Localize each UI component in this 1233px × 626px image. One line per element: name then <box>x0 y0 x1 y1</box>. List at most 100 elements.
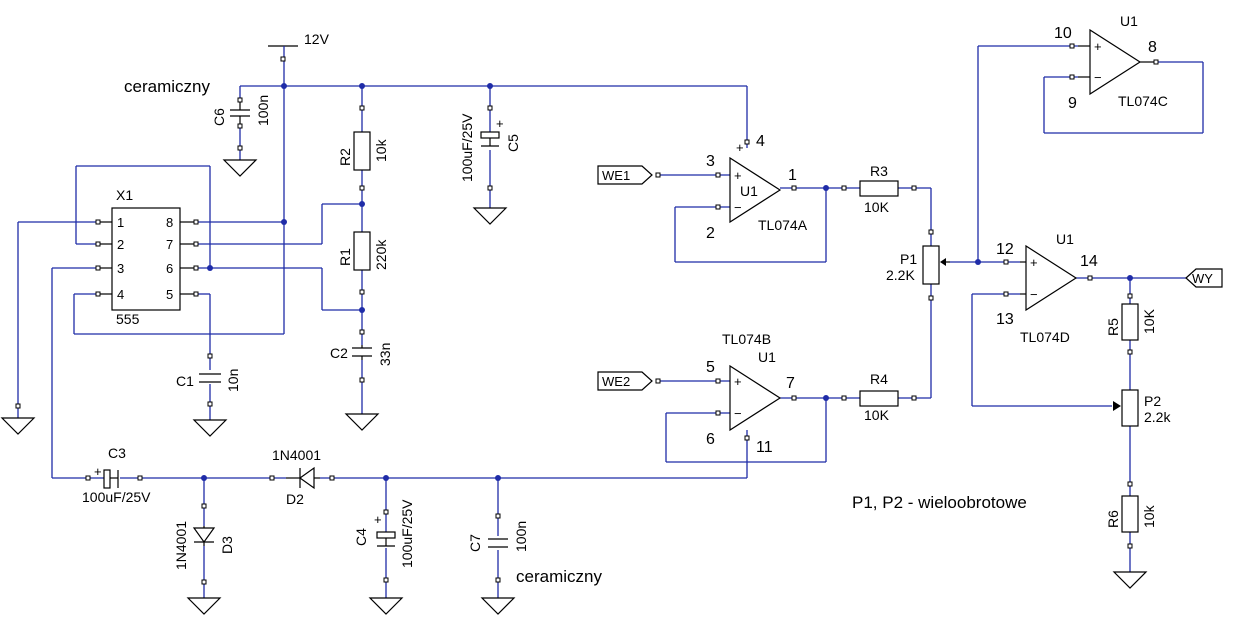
port-wy: WY <box>1185 268 1223 288</box>
ceramic-note-top: ceramiczny <box>124 77 210 96</box>
capacitor-c1: C1 10n <box>176 369 241 392</box>
opamp-a-minus: − <box>734 200 742 215</box>
capacitor-c7: C7 100n <box>467 521 529 552</box>
ground-symbol <box>222 159 258 177</box>
opamp-a-unit: U1 <box>740 183 758 199</box>
capacitor-c5: + 100uF/25V C5 <box>459 113 521 182</box>
opamp-d-pin-out: 14 <box>1080 253 1098 270</box>
opamp-d-plus: + <box>1030 255 1038 270</box>
opamp-a-pin-plus: 3 <box>706 153 715 170</box>
opamp-a-vcc-plus: + <box>736 140 744 155</box>
multiturn-note: P1, P2 - wieloobrotowe <box>852 493 1027 512</box>
c2-value: 33n <box>377 343 393 366</box>
r2-value: 10k <box>373 138 389 162</box>
c6-ref: C6 <box>211 108 227 126</box>
junction-dot <box>383 475 389 481</box>
r6-ref: R6 <box>1105 510 1121 528</box>
r4-value: 10K <box>864 407 890 423</box>
opamp-a-pin-minus: 2 <box>706 225 715 242</box>
opamp-c-minus: − <box>1094 70 1102 85</box>
ground-symbols <box>0 159 1148 615</box>
r5-value: 10K <box>1141 308 1157 334</box>
opamp-c-pin-out: 8 <box>1148 39 1157 56</box>
c3-value: 100uF/25V <box>82 489 151 505</box>
opamp-tl074a: + − U1 TL074A 3 2 1 4 + <box>706 133 808 242</box>
opamp-b-pin-out: 7 <box>786 375 795 392</box>
opamp-c-plus: + <box>1094 39 1102 54</box>
r2-ref: R2 <box>337 148 353 166</box>
opamp-b-pin-minus: 6 <box>706 431 715 448</box>
resistor-r6: R6 10k <box>1105 495 1157 533</box>
port-we2-label: WE2 <box>602 374 630 389</box>
capacitor-c4: + C4 100uF/25V <box>353 499 415 568</box>
opamp-tl074c: + − U1 TL074C 10 9 8 <box>1054 13 1168 112</box>
ground-symbol <box>192 419 228 437</box>
r6-value: 10k <box>1141 504 1157 528</box>
opamp-a-pin-out: 1 <box>788 167 797 184</box>
ground-symbol <box>186 597 222 615</box>
ceramic-note-bottom: ceramiczny <box>516 567 602 586</box>
junction-dot <box>359 307 365 313</box>
opamp-c-unit: U1 <box>1120 13 1138 29</box>
wires <box>17 45 1204 598</box>
ic-555-pin-label: 2 <box>117 237 124 252</box>
ic-555-pin-label: 6 <box>166 261 173 276</box>
ic-555-pin-label: 7 <box>166 237 173 252</box>
c5-ref: C5 <box>505 134 521 152</box>
ic-555-pin-label: 1 <box>117 215 124 230</box>
junction-dot <box>495 475 501 481</box>
ic-555-type: 555 <box>116 311 140 327</box>
r3-ref: R3 <box>870 163 888 179</box>
opamp-a-plus: + <box>734 168 742 183</box>
ic-555-pin-label: 5 <box>166 287 173 302</box>
opamp-b-pin-vee: 11 <box>756 439 773 456</box>
opamp-a-pin-vcc: 4 <box>756 133 765 150</box>
p1-ref: P1 <box>900 251 917 267</box>
ground-symbol <box>0 417 36 435</box>
junction-dot <box>201 475 207 481</box>
opamp-c-pin-plus: 10 <box>1054 25 1072 42</box>
junction-dot <box>359 83 365 89</box>
ic-555-ref: X1 <box>116 187 133 203</box>
opamp-c-pin-minus: 9 <box>1068 95 1077 112</box>
opamp-b-plus: + <box>734 374 742 389</box>
r1-value: 220k <box>373 239 389 270</box>
ic-555-body <box>111 207 181 311</box>
resistor-r3: R3 10K <box>859 163 899 215</box>
opamp-d-pin-plus: 12 <box>996 241 1014 258</box>
d2-ref: D2 <box>286 491 304 507</box>
opamp-d-pin-minus: 13 <box>996 311 1014 328</box>
opamp-c-name: TL074C <box>1118 93 1168 109</box>
ground-symbol <box>480 597 516 615</box>
opamp-b-name: TL074B <box>722 331 771 347</box>
p2-value: 2.2k <box>1144 409 1171 425</box>
c4-plus-sign: + <box>374 512 382 527</box>
r3-value: 10K <box>864 199 890 215</box>
c6-value: 100n <box>255 95 271 126</box>
r1-ref: R1 <box>337 248 353 266</box>
ground-symbol <box>1112 571 1148 589</box>
p1-value: 2.2K <box>886 267 915 283</box>
junction-dot <box>207 265 213 271</box>
opamp-b-minus: − <box>734 406 742 421</box>
ic-555-pin-label: 4 <box>117 287 124 302</box>
c4-value: 100uF/25V <box>399 499 415 568</box>
c5-value: 100uF/25V <box>459 113 475 182</box>
c7-ref: C7 <box>467 534 483 552</box>
junction-dot <box>281 219 287 225</box>
capacitor-c6: C6 100n <box>211 95 271 126</box>
port-we1-label: WE1 <box>602 168 630 183</box>
supply-label: 12V <box>304 31 330 47</box>
diode-d3: 1N4001 D3 <box>173 521 235 570</box>
opamp-tl074b: + − U1 TL074B 5 6 7 11 <box>706 331 795 456</box>
potentiometer-p2: P2 2.2k <box>1113 389 1171 427</box>
d3-ref: D3 <box>219 536 235 554</box>
r5-ref: R5 <box>1105 318 1121 336</box>
opamp-b-pin-plus: 5 <box>706 359 715 376</box>
junction-dot <box>487 83 493 89</box>
opamp-tl074d: + − U1 TL074D 12 13 14 <box>996 231 1098 345</box>
c1-ref: C1 <box>176 373 194 389</box>
opamp-a-name: TL074A <box>758 217 808 233</box>
ground-symbol <box>472 207 508 225</box>
d3-value: 1N4001 <box>173 521 189 570</box>
